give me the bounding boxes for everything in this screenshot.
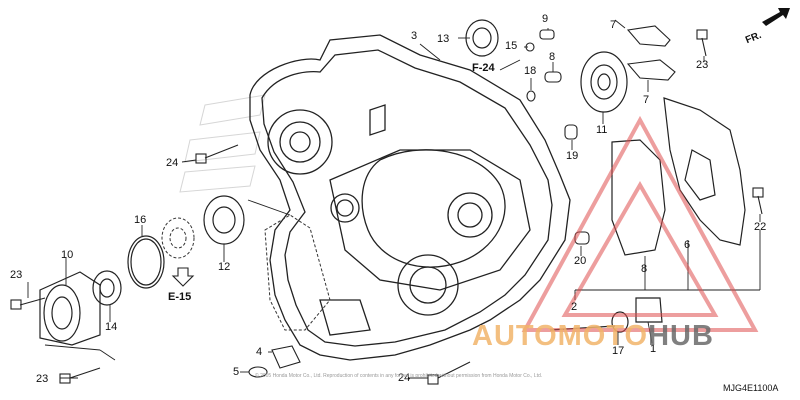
part-label-6: 6 xyxy=(684,239,691,251)
watermark-triangles xyxy=(521,115,759,332)
part-label-20b: 20 xyxy=(574,255,587,267)
watermark-logo: AUTOMOTOHUB xyxy=(472,320,714,353)
bearing-12 xyxy=(580,51,628,113)
part-label-20a: 19 xyxy=(566,150,579,162)
part-label-4: 4 xyxy=(256,346,263,358)
small-parts xyxy=(525,29,590,245)
part-label-5: 5 xyxy=(233,366,240,378)
part-label-18: 17 xyxy=(612,345,625,357)
ref-f24: F-24 xyxy=(472,62,495,74)
cover-outline xyxy=(264,214,331,331)
part-label-23-top: 23 xyxy=(10,269,23,281)
background-logo xyxy=(179,94,266,193)
part-label-15: 14 xyxy=(105,321,118,333)
part-label-19: 18 xyxy=(524,65,537,77)
bolts xyxy=(10,29,764,385)
part-label-12: 11 xyxy=(596,124,608,136)
part-label-2: 2 xyxy=(571,301,578,313)
watermark-part2: HUB xyxy=(648,320,714,352)
housing-11 xyxy=(39,271,101,346)
part-label-24a: 24 xyxy=(166,157,179,169)
part-label-7a: 7 xyxy=(610,19,617,31)
part-label-21: 22 xyxy=(754,221,767,233)
cover-plates xyxy=(611,97,746,256)
brackets-7 xyxy=(626,25,676,81)
bearing-13 xyxy=(203,195,245,245)
part-label-14: 13 xyxy=(437,33,450,45)
o-ring-17 xyxy=(127,235,165,289)
watermark-part1: AUTOMOTO xyxy=(472,320,649,352)
leader-lines xyxy=(27,19,761,379)
part-label-24b: 24 xyxy=(398,372,411,384)
part-label-17: 16 xyxy=(134,214,147,226)
part-label-3: 3 xyxy=(411,30,418,42)
part-label-1: 1 xyxy=(650,343,657,355)
fr-arrow-icon xyxy=(762,8,790,26)
sprocket xyxy=(161,217,195,259)
part-label-10: 9 xyxy=(542,13,549,25)
part-label-7b: 7 xyxy=(643,94,650,106)
part-label-23b: 23 xyxy=(36,373,49,385)
copyright-note: © 2005 Honda Motor Co., Ltd. Reproductio… xyxy=(255,373,543,379)
ref-e15: E-15 xyxy=(168,291,192,303)
part-label-9: 8 xyxy=(549,51,556,63)
seal-15 xyxy=(92,270,122,306)
e15-arrow xyxy=(171,267,195,287)
bearing-14 xyxy=(465,19,499,57)
part-label-13: 12 xyxy=(218,261,231,273)
part-label-11: 10 xyxy=(61,249,74,261)
part-label-22: 23 xyxy=(696,59,709,71)
diagram-code: MJG4E1100A xyxy=(723,383,779,393)
part-label-eight: 8 xyxy=(641,263,648,275)
part-label-16: 15 xyxy=(505,40,518,52)
transmission-case xyxy=(249,34,571,361)
